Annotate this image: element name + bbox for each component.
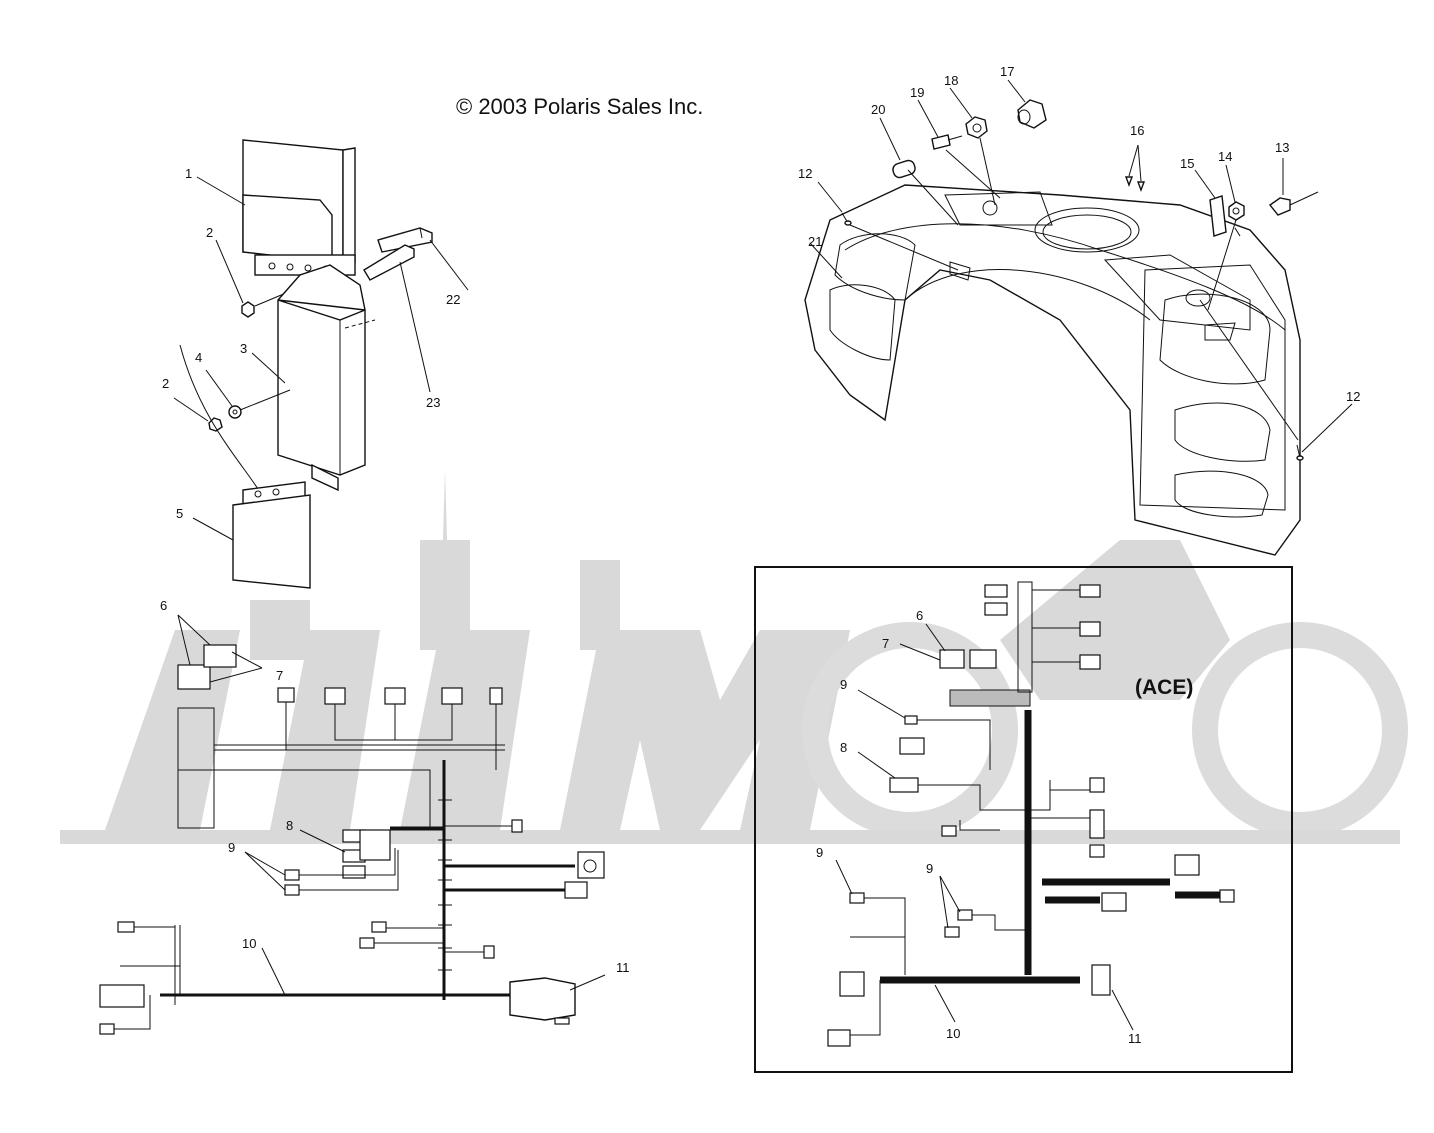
callout-2-upper: 2	[206, 225, 213, 240]
part-20-plug	[892, 159, 916, 179]
copyright-notice: © 2003 Polaris Sales Inc.	[456, 94, 704, 119]
part-5-module	[179, 344, 311, 589]
left-main-harness	[99, 644, 605, 1035]
part-12-screw-upper	[841, 212, 852, 226]
ace-callout-6: 6	[916, 608, 923, 623]
part-2-nut-upper	[241, 301, 255, 318]
callout-23: 23	[426, 395, 440, 410]
callout-22: 22	[446, 292, 460, 307]
callout-9: 9	[228, 840, 235, 855]
callout-17: 17	[1000, 64, 1014, 79]
callout-10: 10	[242, 936, 256, 951]
callout-12-upper: 12	[798, 166, 812, 181]
callout-7: 7	[276, 668, 283, 683]
part-22-bolt	[377, 227, 433, 253]
watermark-logo	[60, 470, 1408, 844]
ace-callout-10: 10	[946, 1026, 960, 1041]
part-17-grommet	[1017, 99, 1047, 129]
callout-2-lower: 2	[162, 376, 169, 391]
ace-callout-7: 7	[882, 636, 889, 651]
ace-callout-9-upper: 9	[840, 677, 847, 692]
ace-inset-title: (ACE)	[1135, 676, 1193, 699]
ace-callout-9-mid: 9	[926, 861, 933, 876]
callout-8: 8	[286, 818, 293, 833]
ace-callout-8: 8	[840, 740, 847, 755]
callout-5: 5	[176, 506, 183, 521]
callout-15: 15	[1180, 156, 1194, 171]
ace-callout-11: 11	[1128, 1031, 1142, 1046]
part-3-regulator	[277, 264, 366, 492]
callout-14: 14	[1218, 149, 1232, 164]
part-12-screw-lower	[1296, 444, 1304, 461]
part-19-key	[931, 134, 963, 150]
callout-21: 21	[808, 234, 822, 249]
part-14-nut	[1228, 201, 1245, 221]
callout-16: 16	[1130, 123, 1144, 138]
callout-1: 1	[185, 166, 192, 181]
callout-3: 3	[240, 341, 247, 356]
callout-6: 6	[160, 598, 167, 613]
part-21-dash-pod	[804, 184, 1301, 556]
callout-13: 13	[1275, 140, 1289, 155]
callout-20: 20	[871, 102, 885, 117]
part-13-switch	[1268, 191, 1319, 216]
part-4-washer	[228, 405, 242, 419]
callout-18: 18	[944, 73, 958, 88]
part-1-ecu-box	[242, 139, 356, 276]
ace-inset-box	[754, 566, 1293, 1073]
callout-12-lower: 12	[1346, 389, 1360, 404]
part-15-lever	[1209, 195, 1241, 237]
part-16-clips	[1124, 176, 1146, 192]
callout-11: 11	[616, 960, 630, 975]
part-18-nut	[965, 116, 988, 139]
callout-19: 19	[910, 85, 924, 100]
callout-4: 4	[195, 350, 202, 365]
ace-callout-9-left: 9	[816, 845, 823, 860]
part-23-bolt	[363, 244, 415, 281]
